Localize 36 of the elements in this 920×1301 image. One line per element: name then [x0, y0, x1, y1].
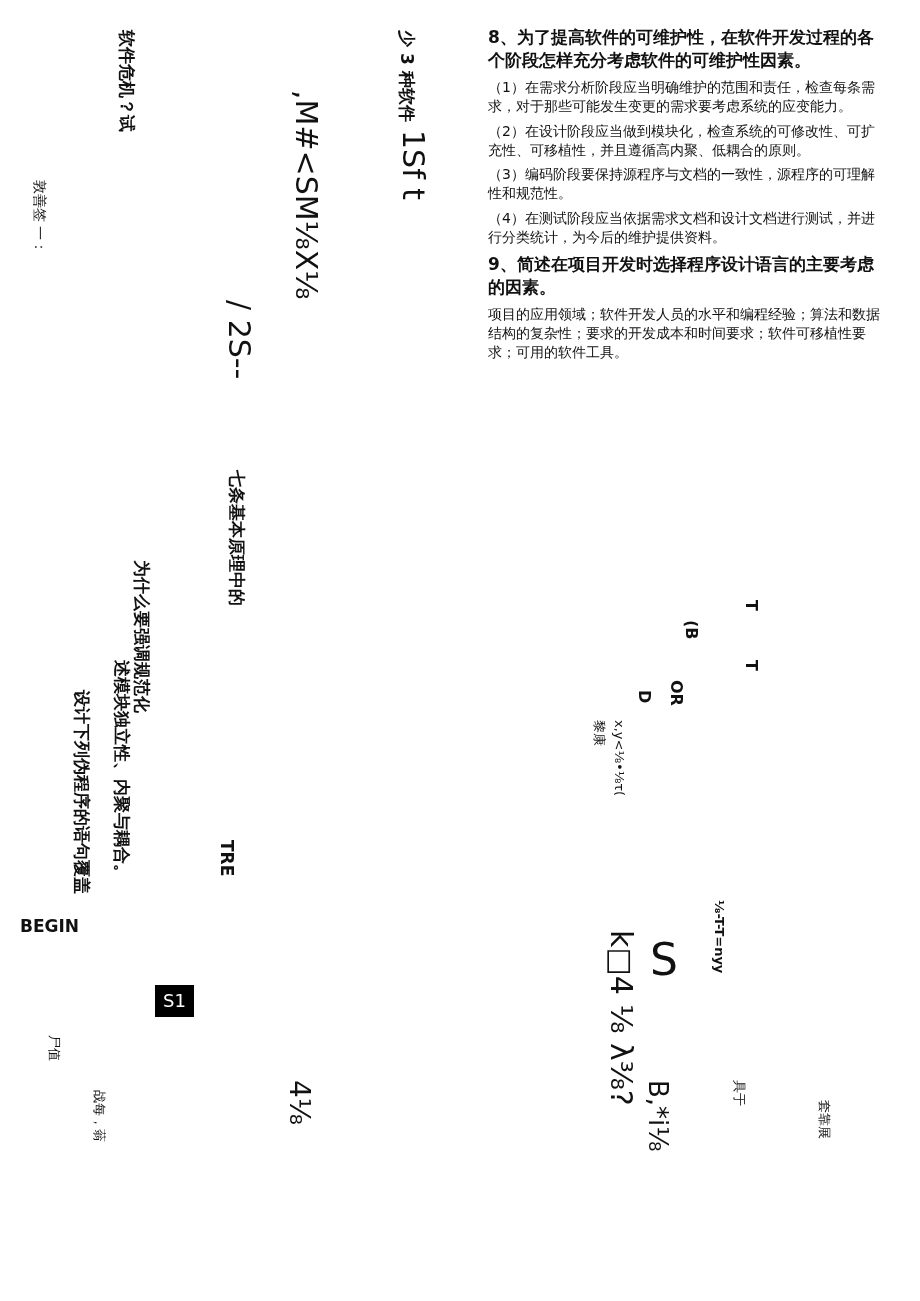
answer-text: （4）在测试阶段应当依据需求文档和设计文档进行测试，并进行分类统计，为今后的维护提供资料。 — [488, 209, 876, 247]
answer-text: （3）编码阶段要保持源程序与文档的一致性，源程序的可理解性和规范性。 — [488, 165, 876, 204]
stray-glyphs: 黎康 — [590, 720, 608, 746]
answer-text: （2）在设计阶段应当做到模块化，检查系统的可修改性、可扩充性、可移植性，并且遵循高内聚、低耦合的原则。 — [488, 121, 876, 160]
question-text: 8、为了提高软件的可维护性，在软件开发过程的各个阶段怎样充分考虑软件的可维护性因素。 — [488, 26, 875, 72]
question-text: 9、简述在项目开发时选择程序设计语言的主要考虑的因素。 — [488, 253, 875, 299]
stray-glyphs: / 2S-- — [220, 300, 258, 380]
stray-glyphs: T — [740, 660, 762, 671]
code-text: BEGIN — [20, 915, 80, 938]
stray-glyphs: 具于 — [730, 1080, 748, 1106]
stray-glyphs: T — [740, 600, 762, 611]
stray-glyphs: D — [633, 690, 655, 704]
question-text: 设计下列伪程序的语句覆盖 — [70, 690, 93, 894]
stray-glyphs: OR — [665, 680, 687, 706]
stray-glyphs: ,M#<SM⅛X⅛ — [287, 90, 325, 300]
stray-glyphs: ⅛-T-T=nyy — [710, 900, 728, 974]
question-text: 述模块独立性、内聚与耦合。 — [110, 660, 133, 881]
stray-glyphs: 套靠展 — [815, 1100, 833, 1139]
question-text: 少 3 种软件 — [395, 30, 418, 122]
question-text: 七条基本原理中的 — [225, 470, 248, 606]
stray-glyphs: B,*i⅛ — [642, 1080, 675, 1152]
stray-glyphs: k□4 ⅛ λ⅜? — [602, 930, 640, 1106]
stray-glyphs: 战每，蓊 — [90, 1090, 108, 1142]
stray-glyphs: x,y<⅛•⅛τ( — [610, 720, 628, 797]
question-text: 软件危机？试 — [115, 30, 138, 132]
answer-text: （1）在需求分析阶段应当明确维护的范围和责任，检查每条需求，对于那些可能发生变更的需求要考虑系统的应变能力。 — [488, 77, 876, 116]
stray-glyphs: S — [650, 933, 678, 987]
label-block: S1 — [155, 985, 194, 1018]
stray-glyphs: (B — [680, 620, 702, 640]
question-text: 为什么要强调规范化 — [131, 560, 153, 713]
answer-text: 项目的应用领域；软件开发人员的水平和编程经验；算法和数据结构的复杂性；要求的开发成本和时间要求；软件可移植性要求；可用的软件工具。 — [488, 304, 881, 362]
stray-glyphs: 4⅛ — [281, 1080, 317, 1125]
stray-glyphs: 敦善签 一： — [30, 180, 49, 255]
code-text: TRE — [215, 840, 238, 877]
stray-glyphs: 1Sf t — [394, 130, 432, 200]
stray-glyphs: 尸值 — [45, 1035, 63, 1061]
